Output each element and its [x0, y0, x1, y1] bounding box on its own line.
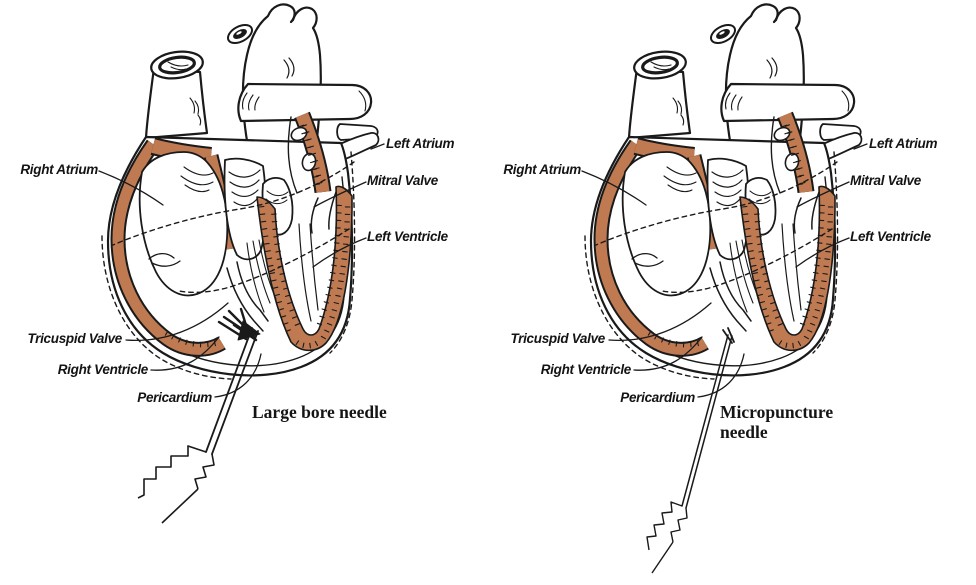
pulmonary-artery: [720, 82, 856, 123]
superior-vena-cava: [144, 50, 209, 140]
mitral-valve-leaflets: [781, 191, 820, 322]
superior-vena-cava: [627, 50, 692, 140]
right-panel: Right Atrium Left Atrium Mitral Valve Le…: [483, 0, 976, 585]
label-mitral-valve-2: Mitral Valve: [850, 173, 921, 188]
micropuncture-needle: [646, 327, 735, 574]
leader-tricuspid-valve: [125, 302, 229, 342]
left-atrium-chamber: [770, 116, 800, 194]
right-atrium-chamber: [621, 151, 712, 297]
aorta-cut-opening: [709, 23, 737, 45]
leader-mitral-valve: [313, 181, 367, 208]
label-pericardium-2: Pericardium: [620, 390, 695, 405]
label-left-atrium-2: Left Atrium: [869, 136, 938, 151]
myocardium-hatching: [164, 124, 351, 349]
leader-left-atrium: [853, 143, 868, 150]
pulmonary-artery: [237, 82, 373, 123]
leader-right-ventricle: [633, 336, 703, 371]
label-left-ventricle: Left Ventricle: [367, 229, 448, 244]
label-micropuncture-needle: Micropuncture needle: [720, 402, 834, 442]
leader-mitral-valve: [796, 181, 850, 208]
myocardium-hatching: [647, 124, 834, 349]
tricuspid-valve-leaflets: [709, 239, 760, 332]
leader-left-ventricle: [795, 237, 850, 268]
label-leader-lines: [98, 143, 385, 398]
label-pericardium: Pericardium: [137, 390, 212, 405]
label-tricuspid-valve: Tricuspid Valve: [27, 331, 122, 346]
label-right-ventricle-2: Right Ventricle: [540, 362, 632, 377]
label-left-atrium: Left Atrium: [386, 136, 455, 151]
left-atrium-wall: [294, 111, 332, 194]
leader-tricuspid-valve: [608, 302, 712, 342]
syringe-hub: [137, 445, 215, 524]
label-right-ventricle: Right Ventricle: [57, 362, 149, 377]
left-atrium-wall: [777, 111, 815, 194]
heart-illustration-right: [581, 3, 868, 398]
needle-shaft: [681, 334, 733, 509]
leader-right-atrium: [581, 170, 647, 206]
leader-right-ventricle: [150, 336, 220, 371]
aorta-cut-opening: [226, 23, 254, 45]
leader-right-atrium: [98, 170, 164, 206]
left-atrium-chamber: [287, 116, 317, 194]
syringe-hub: [646, 501, 688, 574]
leader-left-ventricle: [312, 237, 367, 268]
leader-pericardium: [697, 353, 745, 398]
label-right-atrium: Right Atrium: [20, 162, 98, 177]
needle-shaft: [205, 327, 259, 455]
label-large-bore-needle: Large bore needle: [252, 402, 387, 422]
label-left-ventricle-2: Left Ventricle: [850, 229, 931, 244]
label-right-atrium-2: Right Atrium: [503, 162, 581, 177]
heart-illustration: [98, 3, 385, 398]
right-atrium-chamber: [138, 151, 229, 297]
label-tricuspid-valve-2: Tricuspid Valve: [510, 331, 605, 346]
label-leader-lines: [581, 143, 868, 398]
large-bore-needle: [137, 307, 261, 524]
leader-left-atrium: [370, 143, 385, 150]
leader-pericardium: [214, 353, 262, 398]
mitral-valve-leaflets: [298, 191, 337, 322]
label-mitral-valve: Mitral Valve: [367, 173, 438, 188]
tricuspid-valve-leaflets: [226, 239, 277, 332]
